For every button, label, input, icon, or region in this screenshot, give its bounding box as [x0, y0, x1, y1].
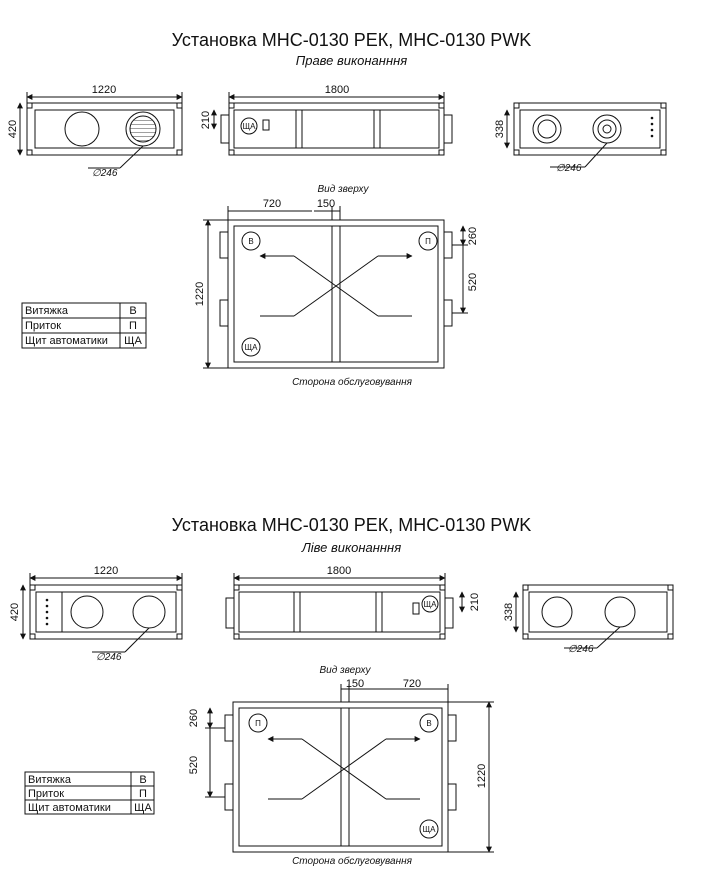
bottom-front-width-label: 1220 [94, 565, 118, 577]
top-plan-b-label: 150 [317, 198, 335, 210]
bottom-legend-row-2-label: Щит автоматики [28, 802, 111, 814]
bottom-exhaust-marker: В [426, 719, 431, 728]
bottom-front-height-label: 420 [9, 603, 21, 621]
bottom-front-diameter-label: ∅246 [96, 652, 122, 663]
top-subtitle: Праве виконанння [295, 53, 408, 68]
bottom-plan-b-label: 150 [346, 678, 364, 690]
top-panel-marker: ЩА [245, 343, 259, 352]
top-supply-marker: П [425, 237, 431, 246]
bottom-side-view [225, 573, 465, 640]
bottom-legend-row-1-code: П [139, 788, 147, 800]
bottom-back-diameter-label: ∅246 [568, 644, 594, 655]
top-plan-a-label: 720 [263, 198, 281, 210]
top-side-view [211, 92, 453, 156]
bottom-legend-row-1-label: Приток [28, 788, 64, 800]
bottom-subtitle: Ліве виконанння [301, 540, 402, 555]
bottom-side-offset-label: 210 [469, 593, 481, 611]
bottom-legend-row-0-code: В [139, 774, 146, 786]
top-back-diameter-label: ∅246 [556, 163, 582, 174]
top-legend-row-0-code: В [129, 305, 136, 317]
bottom-plan-view [205, 684, 494, 853]
bottom-view-label: Вид зверху [320, 665, 372, 676]
top-legend-table [21, 302, 147, 349]
top-front-view [17, 92, 183, 169]
bottom-service-side-label: Сторона обслуговування [292, 855, 413, 867]
bottom-supply-marker: П [255, 719, 261, 728]
bottom-panel-marker: ЩА [423, 825, 437, 834]
top-side-offset-label: 210 [200, 111, 212, 129]
top-legend-row-2-label: Щит автоматики [25, 335, 108, 347]
bottom-side-panel-marker: ЩА [424, 600, 438, 609]
bottom-legend-row-2-code: ЩА [134, 802, 152, 814]
top-title: Установка МНС-0130 РЕК, МНС-0130 PWK [171, 30, 532, 50]
top-plan-c-label: 260 [467, 227, 479, 245]
bottom-front-view [20, 573, 183, 653]
bottom-title: Установка МНС-0130 РЕК, МНС-0130 PWK [171, 515, 532, 535]
top-view-label: Вид зверху [318, 184, 370, 195]
top-side-panel-marker: ЩА [243, 122, 257, 131]
bottom-back-view [513, 584, 674, 649]
top-front-diameter-label: ∅246 [92, 168, 118, 179]
top-plan-d-label: 520 [467, 273, 479, 291]
top-legend-row-1-code: П [129, 320, 137, 332]
bottom-plan-a-label: 720 [403, 678, 421, 690]
bottom-legend-row-0-label: Витяжка [28, 774, 72, 786]
top-back-height-label: 338 [494, 120, 506, 138]
bottom-back-height-label: 338 [503, 603, 515, 621]
top-plan-view [203, 206, 468, 369]
bottom-legend-table [24, 771, 155, 815]
top-service-side-label: Сторона обслуговування [292, 376, 413, 388]
top-front-height-label: 420 [7, 120, 19, 138]
top-side-length-label: 1800 [325, 84, 349, 96]
top-legend-row-0-label: Витяжка [25, 305, 69, 317]
bottom-side-length-label: 1800 [327, 565, 351, 577]
top-front-width-label: 1220 [92, 84, 116, 96]
bottom-plan-d-label: 520 [188, 756, 200, 774]
bottom-plan-c-label: 260 [188, 709, 200, 727]
top-plan-depth-label: 1220 [194, 282, 206, 306]
top-back-view [504, 102, 667, 168]
top-legend-row-1-label: Приток [25, 320, 61, 332]
bottom-plan-depth-label: 1220 [476, 764, 488, 788]
top-exhaust-marker: В [248, 237, 253, 246]
top-legend-row-2-code: ЩА [124, 335, 142, 347]
